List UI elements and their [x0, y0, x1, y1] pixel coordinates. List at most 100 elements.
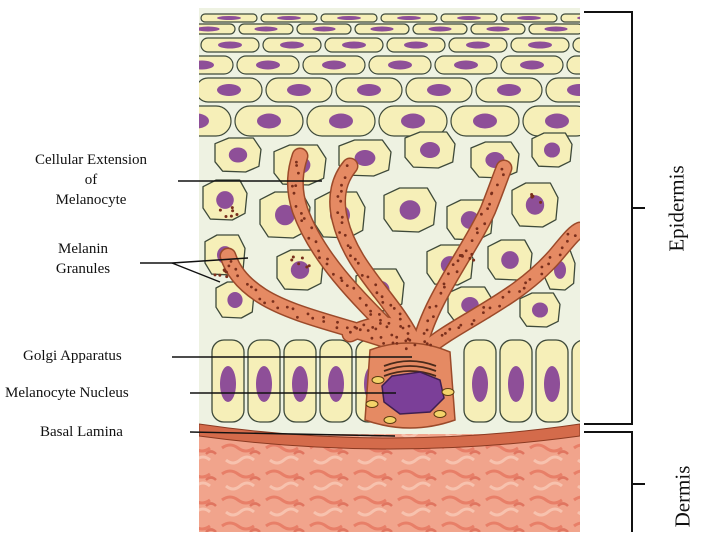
melanin-granule [470, 322, 474, 326]
melanin-granule [548, 256, 552, 259]
melanin-granule [470, 252, 474, 256]
cell-nucleus [290, 261, 310, 279]
cell-nucleus [354, 150, 376, 166]
melanin-granule [422, 332, 426, 335]
keratinocyte [545, 77, 580, 103]
melanin-granule [459, 323, 463, 327]
melanin-granule [413, 343, 417, 347]
cell-nucleus [329, 113, 353, 129]
melanin-granule [229, 214, 233, 218]
melanin-granule [332, 272, 335, 276]
melanin-granule [522, 286, 526, 290]
melanin-granule [294, 184, 298, 188]
melanin-granule [291, 307, 295, 311]
melanin-granule [404, 339, 408, 343]
melanin-granule [379, 336, 383, 339]
golgi-membrane [383, 365, 437, 372]
golgi-membrane [383, 370, 437, 377]
cell-nucleus [544, 366, 560, 402]
cell-nucleus [277, 16, 301, 20]
mitochondrion [441, 388, 455, 396]
pointer-granules-c [171, 257, 249, 264]
label-melanin-granules: Melanin Granules [55, 241, 111, 277]
melanin-granule [229, 260, 233, 263]
melanin-granule [547, 262, 550, 266]
epidermis-bracket [584, 11, 645, 425]
melanin-granule [398, 317, 402, 321]
melanin-granule [295, 160, 298, 164]
melanin-granule [472, 319, 476, 322]
melanin-granule [374, 327, 378, 331]
melanin-granule [318, 256, 321, 260]
melanin-granule [317, 249, 320, 253]
melanin-granule [387, 321, 391, 325]
melanin-granule [326, 257, 329, 261]
dermis-bracket [584, 431, 645, 532]
melanin-granule [464, 249, 468, 253]
pointer-granules-b [171, 262, 221, 283]
golgi-membrane [383, 360, 437, 367]
melanin-granule [339, 199, 343, 203]
cell-nucleus [508, 366, 524, 402]
melanin-granule [482, 306, 486, 309]
melanin-granule [336, 195, 340, 198]
melanin-granule [291, 184, 294, 188]
melanin-granule [325, 262, 329, 266]
melanin-granule [296, 315, 299, 319]
melanin-granule [339, 276, 343, 280]
melanin-granule [213, 273, 217, 277]
melanin-granule [391, 341, 395, 345]
cell-nucleus [256, 60, 280, 70]
melanin-granule [434, 304, 438, 308]
cell-nucleus [544, 142, 560, 158]
melanin-granule [311, 316, 315, 320]
melanocyte-dendrite [413, 161, 511, 352]
cell-nucleus [397, 16, 421, 20]
melanin-granule [439, 291, 443, 295]
melanin-granule [271, 300, 275, 303]
melanin-granule [382, 342, 385, 345]
cell-nucleus [199, 60, 214, 70]
melanocyte-nucleus [381, 371, 445, 415]
melanin-granule [573, 234, 577, 238]
melanin-granule [227, 264, 231, 268]
label-epidermis: Epidermis [664, 165, 689, 252]
melanin-granule [470, 239, 474, 243]
cell-nucleus [218, 41, 242, 49]
melanin-granule [300, 256, 304, 260]
melanin-granule [498, 304, 501, 308]
melanin-granule [352, 286, 356, 290]
melanocyte-dendrite [418, 223, 580, 357]
melanin-granule [294, 205, 298, 208]
cell-nucleus [217, 84, 241, 96]
melanin-granule [378, 313, 381, 316]
melanin-granule [472, 258, 476, 262]
melanin-granule [566, 232, 570, 236]
melanin-granule [426, 319, 430, 323]
melanocyte-dendrite [343, 317, 422, 352]
melanocyte-dendrite [288, 149, 412, 352]
melanin-granule [263, 301, 266, 305]
melanin-granule [401, 326, 405, 330]
cell-nucleus [501, 251, 519, 269]
melanin-granule [230, 206, 234, 210]
melanin-granule [423, 340, 427, 343]
melanin-granule [540, 265, 544, 269]
melanin-granule [362, 323, 366, 327]
melanin-granule [218, 273, 222, 277]
cell-nucleus [399, 200, 421, 220]
melanin-granule [353, 257, 357, 261]
melanin-granule [482, 311, 485, 314]
cell-nucleus [525, 195, 545, 215]
cell-nucleus [586, 61, 610, 70]
melanin-granule [349, 254, 352, 257]
cell-nucleus [472, 366, 488, 402]
melanin-granule [369, 309, 372, 313]
melanin-granule [429, 343, 432, 347]
melanin-granule [539, 200, 543, 204]
cell-nucleus [466, 41, 490, 49]
melanin-granule [222, 268, 226, 272]
cell-nucleus [404, 41, 428, 49]
cell-nucleus [342, 41, 366, 49]
melanin-granule [349, 246, 352, 250]
